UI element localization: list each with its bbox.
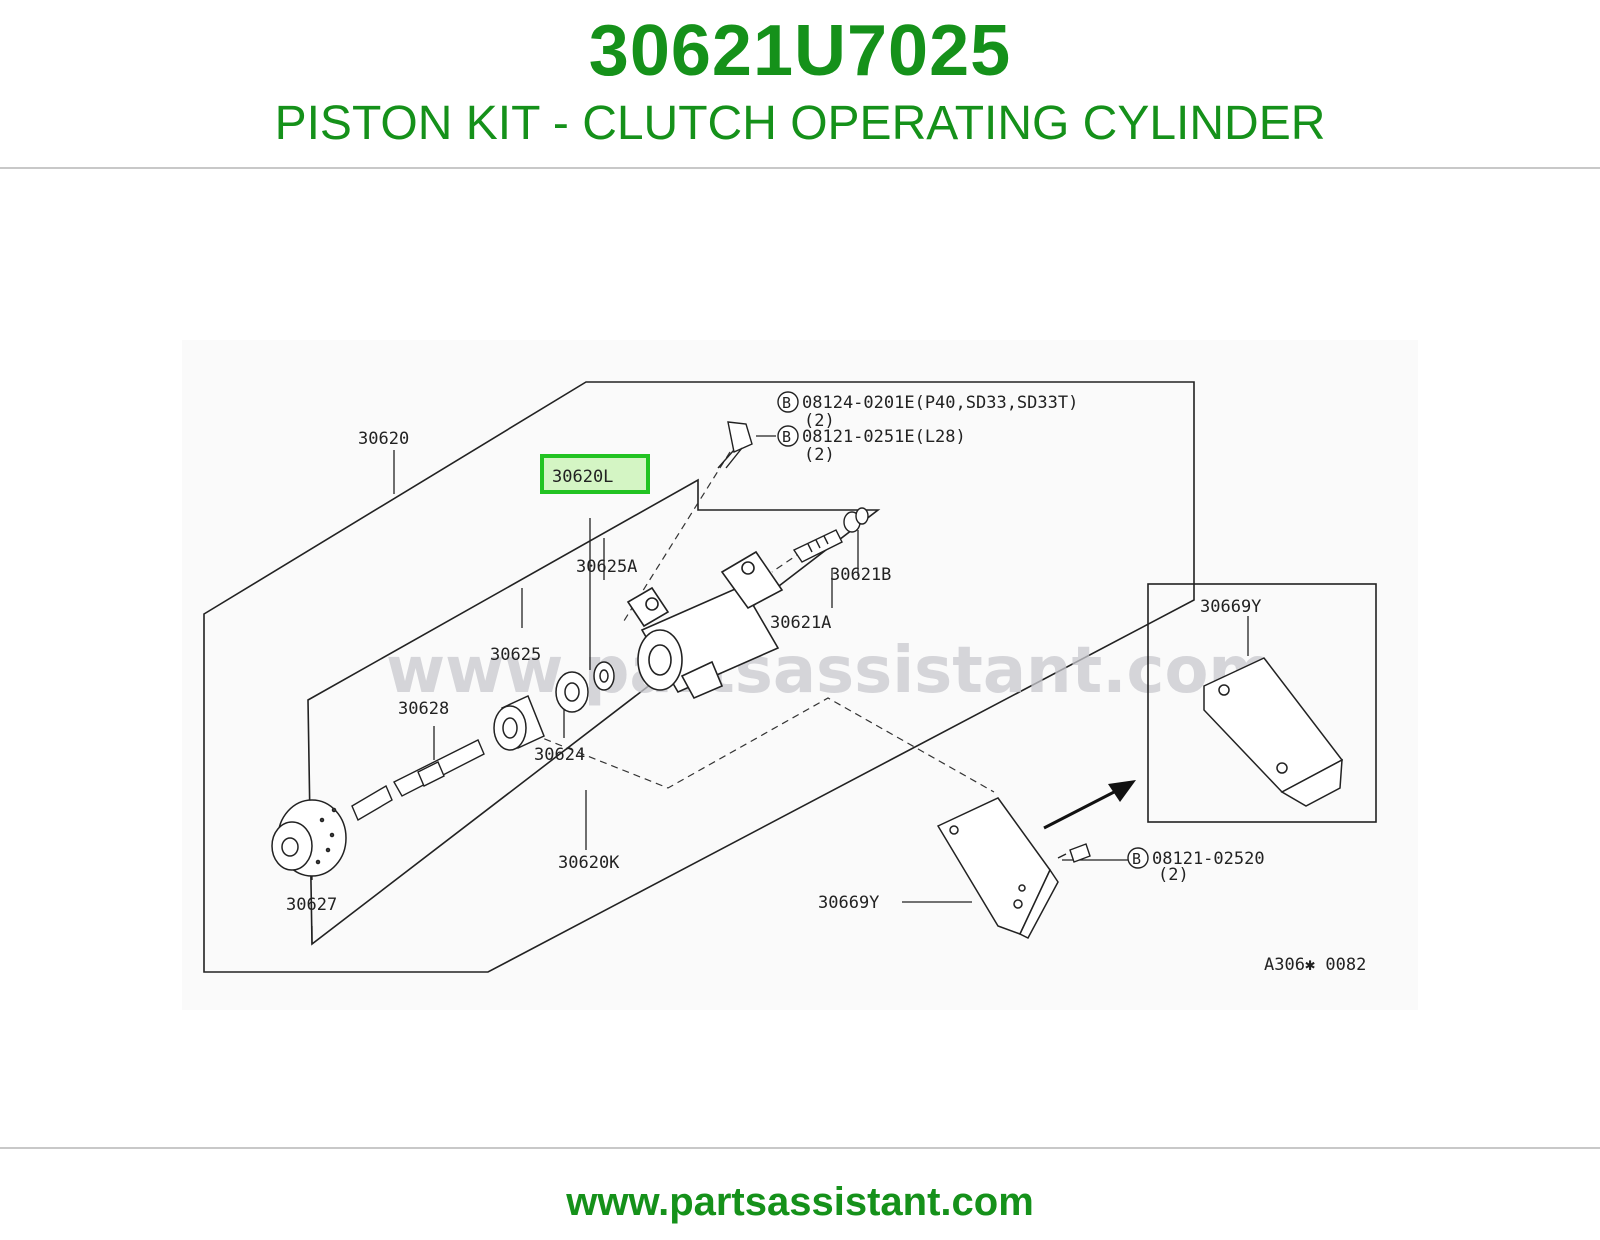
svg-text:B: B [1132, 850, 1141, 868]
bolt-callout-2: B 08121-0251E(L28) (2) [777, 425, 966, 465]
frame-30620 [203, 381, 1195, 973]
drawing-reference: A306✱ 0082 [1264, 955, 1366, 975]
label-30621b: 30621B [830, 565, 891, 585]
bolt3-qty: (2) [1158, 865, 1189, 885]
part-30625a-seal [593, 661, 615, 691]
label-30625a: 30625A [576, 557, 637, 577]
part-bolt-bracket [1057, 843, 1091, 863]
watermark: www.partsassistant.com [386, 634, 1275, 708]
arrow-to-inset [1043, 780, 1136, 830]
bolt1-qty: (2) [804, 411, 835, 431]
drawing-background [182, 340, 1418, 1010]
footer-divider [0, 1147, 1600, 1149]
part-30621b-cap [843, 507, 869, 533]
part-30627-boot [271, 799, 347, 877]
bolt3-code: 08121-02520 [1152, 849, 1265, 869]
part-30628-pushrod [351, 739, 485, 822]
label-30620: 30620 [358, 429, 409, 449]
bolt1-code: 08124-0201E(P40,SD33,SD33T) [802, 393, 1078, 413]
part-description: PISTON KIT - CLUTCH OPERATING CYLINDER [274, 97, 1326, 150]
label-30628: 30628 [398, 699, 449, 719]
svg-text:B: B [782, 428, 791, 446]
inset-box [1147, 583, 1377, 823]
svg-text:B: B [782, 394, 791, 412]
label-30627: 30627 [286, 895, 337, 915]
bolt-callout-1: B 08124-0201E(P40,SD33,SD33T) (2) [777, 391, 1078, 431]
footer-website-link[interactable]: www.partsassistant.com [566, 1180, 1034, 1224]
part-bolt-top [717, 421, 753, 469]
bolt2-qty: (2) [804, 445, 835, 465]
header-divider [0, 167, 1600, 169]
label-30620k: 30620K [558, 853, 620, 873]
header: 30621U7025 PISTON KIT - CLUTCH OPERATING… [0, 0, 1600, 168]
leader-lines [311, 435, 1249, 944]
label-30621a: 30621A [770, 613, 831, 633]
bolt-callout-3: B 08121-02520 (2) [1127, 847, 1265, 885]
highlight-box [540, 454, 650, 494]
part-30621a-bleeder [792, 529, 843, 563]
part-30669y-bracket [936, 797, 1059, 939]
part-30624-cup [555, 671, 589, 713]
part-30625-piston [493, 694, 545, 751]
label-30625: 30625 [490, 645, 541, 665]
bolt2-code: 08121-0251E(L28) [802, 427, 966, 447]
part-number-title: 30621U7025 [588, 11, 1012, 91]
frame-30620k [307, 478, 881, 946]
label-30669y-inset: 30669Y [1200, 597, 1261, 617]
label-30669y-main: 30669Y [818, 893, 879, 913]
part-cylinder-body [626, 550, 784, 700]
label-30624: 30624 [534, 745, 585, 765]
inset-bracket [1203, 657, 1344, 807]
label-30620l: 30620L [552, 467, 613, 487]
exploded-view-drawing: www.partsassistant.com [182, 340, 1418, 1010]
parts-diagram: www.partsassistant.com [182, 340, 1418, 1010]
